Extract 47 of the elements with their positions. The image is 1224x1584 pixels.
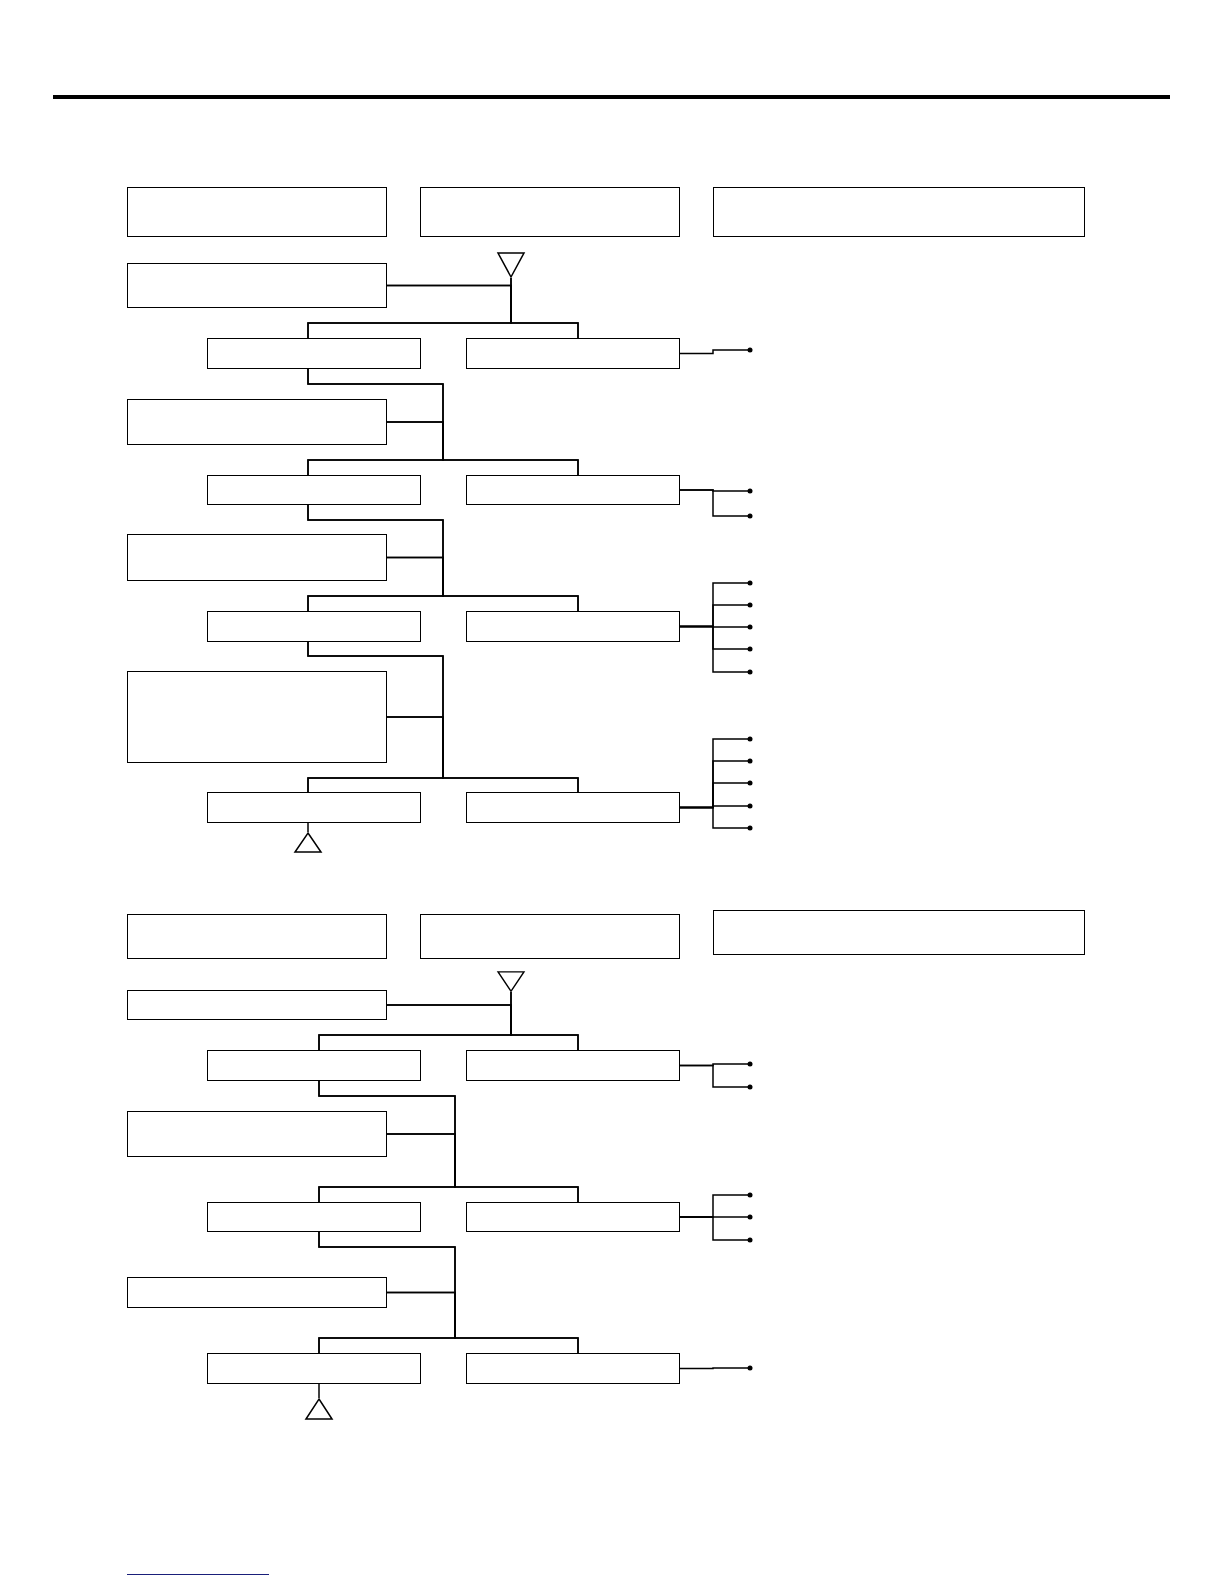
connector-line [386,284,579,339]
empty-box [127,990,387,1020]
bullet-line [679,1365,753,1371]
empty-box [466,792,680,823]
bullet-line [679,489,753,519]
empty-box [127,187,387,237]
connector-line [386,556,579,612]
empty-box [127,1111,387,1157]
empty-box [207,1050,421,1081]
connector-line [318,1383,320,1399]
empty-box [207,475,421,505]
empty-box [207,338,421,369]
bullet-line [679,625,753,675]
empty-box [713,910,1085,955]
empty-box [207,792,421,823]
connector-line [386,421,579,476]
connector-line [386,716,579,793]
empty-box [127,399,387,445]
triangle-symbol [497,252,525,278]
empty-box [127,914,387,959]
triangle-symbol [497,971,525,992]
empty-box [466,611,680,642]
empty-box [207,1202,421,1232]
empty-box [207,611,421,642]
connector-line [386,1004,579,1051]
empty-box [713,187,1085,237]
empty-box [466,1353,680,1384]
empty-box [466,475,680,505]
empty-box [420,914,680,959]
bullet-line [679,1064,753,1090]
bullet-line [679,806,753,831]
empty-box [127,1277,387,1308]
empty-box [466,338,680,369]
bullet-line [679,1216,753,1243]
empty-box [466,1050,680,1081]
empty-box [420,187,680,237]
connector-line [307,822,309,833]
triangle-symbol [305,1398,333,1420]
connector-line [386,1133,579,1203]
empty-box [127,671,387,763]
connector-line [386,1291,579,1354]
triangle-symbol [294,832,322,853]
empty-box [466,1202,680,1232]
empty-box [127,263,387,308]
bullet-line [679,347,753,355]
empty-box [207,1353,421,1384]
empty-box [127,534,387,581]
